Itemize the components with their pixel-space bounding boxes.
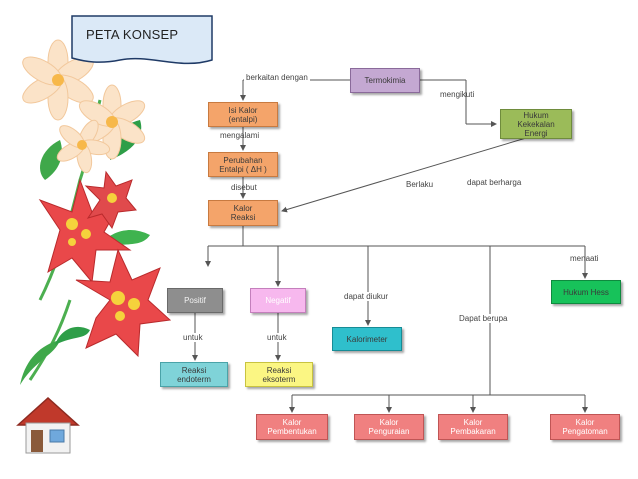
label-dapat-berharga: dapat berharga xyxy=(467,178,522,187)
title-banner xyxy=(71,15,213,65)
label-berkaitan-dengan: berkaitan dengan xyxy=(244,73,310,82)
label-untuk-positif: untuk xyxy=(182,333,204,342)
node-kalor-reaksi: Kalor Reaksi xyxy=(208,200,278,226)
label-dapat-berupa: Dapat berupa xyxy=(458,314,509,323)
label-mengalami: mengalami xyxy=(220,131,260,140)
node-negatif: Negatif xyxy=(250,288,306,313)
label-disebut: disebut xyxy=(231,183,257,192)
node-kalor-pengatoman: Kalor Pengatoman xyxy=(550,414,620,440)
label-untuk-negatif: untuk xyxy=(266,333,288,342)
label-mengikuti: mengikuti xyxy=(440,90,475,99)
node-hukum-kekekalan-energi: Hukum Kekekalan Energi xyxy=(500,109,572,139)
label-dapat-diukur: dapat diukur xyxy=(343,292,390,301)
node-kalorimeter: Kalorimeter xyxy=(332,327,402,351)
node-isi-kalor: Isi Kalor (entalpi) xyxy=(208,102,278,127)
node-kalor-pembentukan: Kalor Pembentukan xyxy=(256,414,328,440)
node-positif: Positif xyxy=(167,288,223,313)
label-berlaku: Berlaku xyxy=(406,180,434,189)
node-termokimia: Termokimia xyxy=(350,68,420,93)
node-reaksi-eksoterm: Reaksi eksoterm xyxy=(245,362,313,387)
node-kalor-penguraian: Kalor Penguraian xyxy=(354,414,424,440)
node-reaksi-endoterm: Reaksi endoterm xyxy=(160,362,228,387)
node-kalor-pembakaran: Kalor Pembakaran xyxy=(438,414,508,440)
home-icon[interactable] xyxy=(16,396,80,454)
flower-decoration xyxy=(20,39,172,385)
label-menaati: menaati xyxy=(570,254,599,263)
node-perubahan-entalpi: Perubahan Entalpi ( ΔH ) xyxy=(208,152,278,177)
node-hukum-hess: Hukum Hess xyxy=(551,280,621,304)
page-title: PETA KONSEP xyxy=(86,27,179,42)
